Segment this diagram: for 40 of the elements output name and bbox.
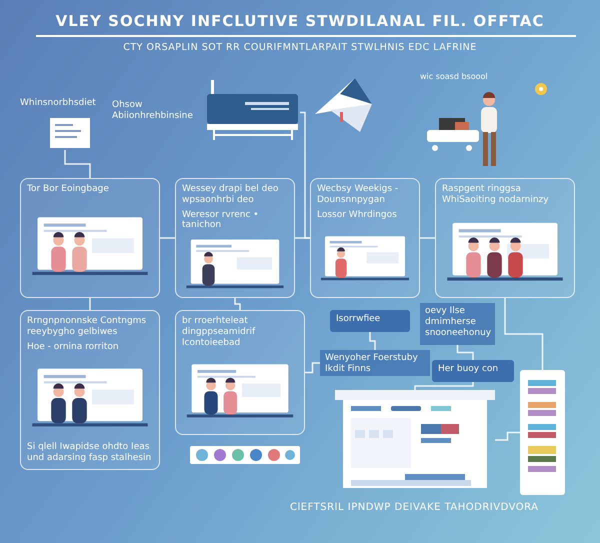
connector-line xyxy=(495,432,520,441)
info-band: oevy Ilse dmimherse snooneehonuy xyxy=(420,303,495,345)
connector-line xyxy=(89,298,91,310)
panel xyxy=(175,310,305,435)
note-text: wic soasd bsoool xyxy=(420,72,489,81)
panel xyxy=(310,178,420,298)
note-text: Whinsnorbhsdiet xyxy=(20,98,97,109)
info-band: Wenyoher Foerstuby Ikdit Finns xyxy=(320,350,430,376)
label-tag: Her buoy con xyxy=(432,360,514,382)
subtitle: CTY ORSAPLIN SOT RR COURIFMNTLARPAIT STWLHNIS EDC LAFRINE xyxy=(122,42,478,53)
panel-caption: Si qlell Iwapidse ohdto Ieas und adarsing fasp stalhesin xyxy=(27,442,152,464)
panel xyxy=(435,178,575,298)
panel-caption: Lossor Whrdingos xyxy=(317,210,398,220)
connector-line xyxy=(420,237,435,239)
connector-line xyxy=(295,237,310,239)
label-tag: Isorrwfiee xyxy=(330,310,410,332)
panel-caption: Hoe - ornina rorriton xyxy=(27,342,120,352)
connector-line xyxy=(414,382,474,390)
panel-heading: Wecbsy Weekigs - Dounsnnpygan xyxy=(317,184,400,206)
footer-text: ClEFTSRIL IPNDWP DEIVAKE TAHODRIVDVORA xyxy=(290,502,540,513)
connector-line xyxy=(160,237,175,239)
browser-window-drawing xyxy=(335,390,495,490)
panel-heading: br rroerhteleat dingppseamidrif lcontoieebad xyxy=(182,316,256,348)
panel xyxy=(175,178,295,298)
panel-heading: Tor Bor Eoingbage xyxy=(27,184,110,195)
panel xyxy=(20,178,160,298)
connector-line xyxy=(504,298,544,370)
note-text: Ohsow Abiionhrehbinsine xyxy=(112,100,194,122)
panel-caption: Weresor rvrenc • tanichon xyxy=(182,210,260,232)
diagram-title: VLEY SOCHNY INFCLUTIVE STWDILANAL FIL. OFFTAC xyxy=(54,12,546,30)
connector-line xyxy=(369,332,376,350)
phone-drawing xyxy=(520,370,565,495)
connector-line xyxy=(305,362,320,374)
panel-heading: Raspgent ringgsa WhiSaoiting nodarninzy xyxy=(442,184,550,206)
connector-line xyxy=(456,345,474,360)
connector-line xyxy=(234,298,241,310)
panel-heading: Rrngnpnonnske Contngms reeybygho gelbiwes xyxy=(27,316,148,338)
panel xyxy=(20,310,160,470)
panel-heading: Wessey drapi bel deo wpsaonhrbi deo xyxy=(182,184,280,206)
connector-line xyxy=(64,150,91,178)
